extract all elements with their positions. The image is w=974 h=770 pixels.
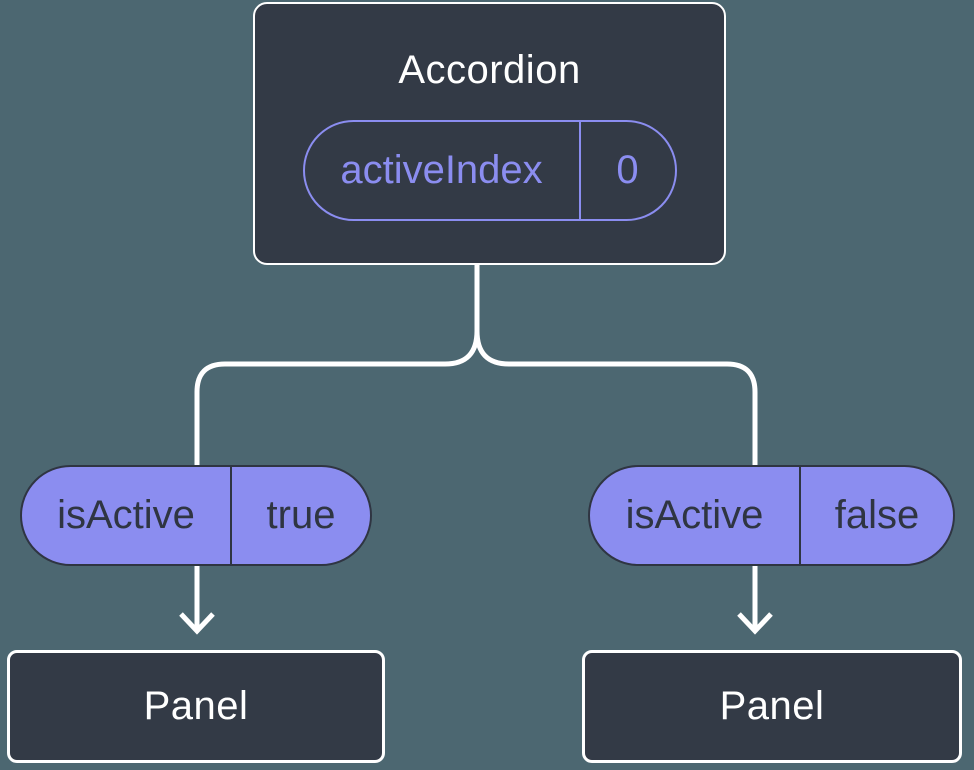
prop-pill-value: false — [799, 467, 953, 564]
right-arrowhead-icon — [737, 612, 773, 635]
left-arrowhead-icon — [179, 612, 215, 635]
panel-node-right: Panel — [582, 650, 962, 763]
state-pill-value: 0 — [578, 122, 675, 219]
prop-pill-isactive-false: isActive false — [588, 465, 955, 566]
panel-node-left: Panel — [7, 650, 385, 763]
state-pill-key: activeIndex — [340, 148, 543, 192]
prop-pill-key: isActive — [625, 493, 764, 537]
state-pill: activeIndex 0 — [302, 120, 677, 221]
prop-pill-key: isActive — [57, 493, 195, 537]
prop-pill-isactive-true: isActive true — [20, 465, 372, 566]
accordion-node: Accordion activeIndex 0 — [253, 2, 726, 265]
prop-pill-value: true — [230, 467, 370, 564]
left-branch-connector — [194, 330, 480, 628]
panel-node-title: Panel — [143, 684, 249, 728]
panel-node-title: Panel — [719, 684, 825, 728]
accordion-node-title: Accordion — [398, 48, 581, 92]
right-branch-connector — [474, 330, 758, 628]
